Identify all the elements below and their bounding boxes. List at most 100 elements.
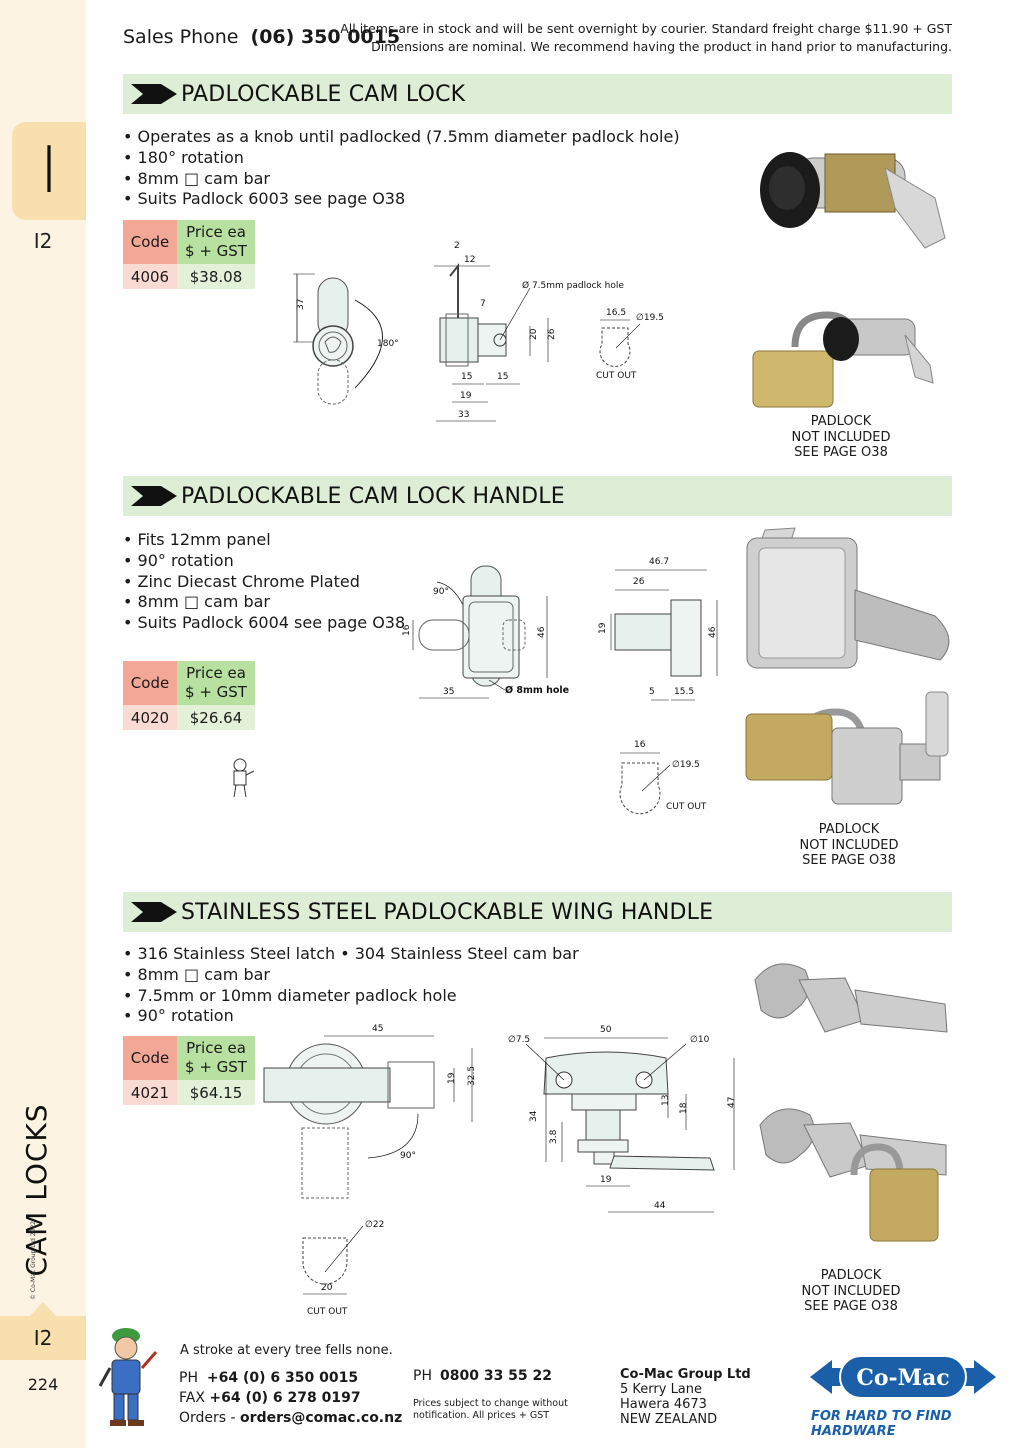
- svg-text:46.7: 46.7: [649, 557, 669, 567]
- section-tab-letter: I: [39, 134, 59, 208]
- phone-label: PH: [179, 1370, 198, 1386]
- mascot-small-icon: [233, 758, 255, 798]
- svg-text:∅7.5: ∅7.5: [508, 1035, 530, 1045]
- mascot-icon: [98, 1328, 158, 1426]
- orders-email[interactable]: orders@comac.co.nz: [240, 1410, 403, 1426]
- section-tab: I: [12, 122, 86, 220]
- section-title: PADLOCKABLE CAM LOCK HANDLE: [181, 483, 565, 509]
- svg-text:20: 20: [529, 328, 539, 340]
- feature-item: • Fits 12mm panel: [123, 530, 271, 549]
- padlock-photo: [745, 691, 949, 805]
- svg-text:50: 50: [600, 1025, 612, 1035]
- price-table: Code Price ea$ + GST 4020 $26.64: [123, 661, 255, 730]
- wing-front-drawing: 45 19 32.5 90°: [263, 1024, 477, 1199]
- comac-logo[interactable]: Co-Mac: [810, 1352, 996, 1402]
- svg-text:180°: 180°: [377, 339, 399, 349]
- code-header: Code: [123, 1036, 177, 1080]
- feature-item: • Operates as a knob until padlocked (7.…: [123, 127, 680, 146]
- svg-text:35: 35: [443, 687, 454, 697]
- svg-text:16.5: 16.5: [606, 308, 626, 318]
- feature-item: • Suits Padlock 6003 see page O38: [123, 189, 406, 209]
- svg-text:37: 37: [296, 299, 306, 310]
- section-bar-cam-lock-handle: PADLOCKABLE CAM LOCK HANDLE: [123, 476, 952, 516]
- arrow-icon: [131, 84, 177, 104]
- code-header: Code: [123, 220, 177, 264]
- phone-number[interactable]: +64 (0) 6 350 0015: [206, 1370, 359, 1386]
- header-note-line2: Dimensions are nominal. We recommend hav…: [371, 39, 952, 54]
- svg-text:44: 44: [654, 1201, 666, 1211]
- svg-text:Co-Mac: Co-Mac: [856, 1365, 949, 1391]
- svg-text:7: 7: [480, 299, 486, 309]
- svg-text:15.5: 15.5: [674, 687, 694, 697]
- product-code: 4020: [123, 705, 177, 730]
- product-code: 4021: [123, 1080, 177, 1105]
- logo-tagline: FOR HARD TO FIND HARDWARE: [811, 1409, 952, 1439]
- freephone-number[interactable]: 0800 33 55 22: [439, 1368, 553, 1384]
- price-table: Code Price ea$ + GST 4006 $38.08: [123, 220, 255, 289]
- svg-text:∅19.5: ∅19.5: [672, 760, 700, 770]
- svg-text:∅19.5: ∅19.5: [636, 313, 664, 323]
- fax-number: +64 (0) 6 278 0197: [209, 1390, 361, 1406]
- svg-text:32.5: 32.5: [467, 1066, 477, 1086]
- header-note: All items are in stock and will be sent …: [340, 20, 952, 56]
- cutout-diagram: 16.5 ∅19.5 CUT OUT: [596, 308, 664, 381]
- section-bar-wing-handle: STAINLESS STEEL PADLOCKABLE WING HANDLE: [123, 892, 952, 932]
- header-note-line1: All items are in stock and will be sent …: [340, 21, 952, 36]
- svg-text:26: 26: [547, 328, 557, 340]
- feature-item: • 90° rotation: [123, 1006, 234, 1026]
- feature-item: • Zinc Diecast Chrome Plated: [123, 571, 360, 591]
- bottom-page-ref: I2: [33, 1326, 53, 1350]
- svg-text:90°: 90°: [433, 587, 449, 597]
- svg-text:45: 45: [372, 1024, 383, 1034]
- feature-item: • 180° rotation: [123, 147, 244, 167]
- svg-text:46: 46: [708, 626, 718, 638]
- company-name: Co-Mac Group Ltd: [620, 1367, 751, 1382]
- code-header: Code: [123, 661, 177, 705]
- feature-list: • Operates as a knob until padlocked (7.…: [123, 127, 680, 210]
- product-code: 4006: [123, 264, 177, 289]
- svg-text:13: 13: [661, 1095, 671, 1106]
- copyright: © Co-Mac Group Ltd 2022: [30, 1221, 37, 1300]
- svg-text:34: 34: [529, 1110, 539, 1122]
- svg-text:19: 19: [447, 1072, 457, 1084]
- svg-text:12: 12: [464, 255, 475, 265]
- padlock-note: PADLOCK NOT INCLUDED SEE PAGE O38: [801, 1268, 901, 1314]
- feature-item: • 316 Stainless Steel latch • 304 Stainl…: [123, 944, 579, 963]
- sales-phone: Sales Phone (06) 350 0015: [123, 26, 400, 48]
- svg-text:∅22: ∅22: [365, 1220, 384, 1230]
- bottom-tab-arrow: [30, 1302, 56, 1316]
- feature-item: • 8mm □ cam bar: [123, 592, 270, 612]
- svg-text:CUT OUT: CUT OUT: [596, 371, 637, 381]
- svg-text:26: 26: [633, 577, 645, 587]
- price-header: Price ea$ + GST: [177, 220, 255, 264]
- section-title: PADLOCKABLE CAM LOCK: [181, 81, 466, 107]
- svg-text:18: 18: [679, 1102, 689, 1114]
- sales-phone-label: Sales Phone: [123, 26, 239, 48]
- arrow-icon: [131, 486, 177, 506]
- feature-item: • 90° rotation: [123, 550, 234, 570]
- section-title: STAINLESS STEEL PADLOCKABLE WING HANDLE: [181, 899, 714, 925]
- svg-text:Ø 8mm hole: Ø 8mm hole: [505, 685, 569, 696]
- svg-text:33: 33: [458, 410, 469, 420]
- feature-item: • 7.5mm or 10mm diameter padlock hole: [123, 985, 457, 1005]
- cam-lock-side-drawing: 2 12 7 Ø 7.5mm padlock hole 20 26 15 15 …: [434, 241, 624, 422]
- freephone-label: PH: [413, 1368, 432, 1384]
- cam-lock-photo: [760, 152, 946, 249]
- svg-text:19: 19: [460, 391, 472, 401]
- svg-text:CUT OUT: CUT OUT: [307, 1307, 348, 1317]
- feature-item: • 8mm □ cam bar: [123, 168, 270, 188]
- freephone: PH 0800 33 55 22: [413, 1368, 552, 1384]
- side-section-name: CAM LOCKS: [20, 1103, 53, 1277]
- contact-block: PH +64 (0) 6 350 0015 FAX +64 (0) 6 278 …: [179, 1368, 402, 1428]
- svg-text:15: 15: [461, 372, 472, 382]
- sales-phone-number[interactable]: (06) 350 0015: [250, 26, 401, 48]
- svg-text:46: 46: [537, 626, 547, 638]
- svg-text:16: 16: [634, 740, 646, 750]
- padlock-photo: [752, 311, 934, 408]
- orders-label: Orders -: [179, 1410, 236, 1426]
- price-header: Price ea$ + GST: [177, 661, 255, 705]
- side-page-ref: I2: [33, 229, 53, 253]
- side-margin: [0, 0, 86, 1448]
- svg-text:19: 19: [600, 1175, 612, 1185]
- price-table: Code Price ea$ + GST 4021 $64.15: [123, 1036, 255, 1105]
